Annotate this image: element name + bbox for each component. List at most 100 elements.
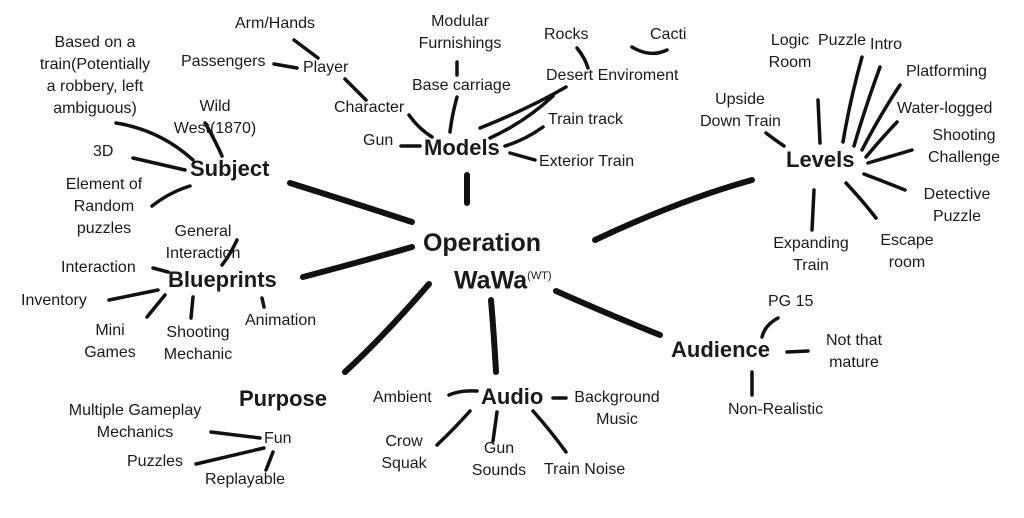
audience-non-realistic: Non-Realistic <box>728 401 824 418</box>
levels-upside-line1: Upside <box>715 91 765 108</box>
audio-crow-line2: Squak <box>381 455 427 472</box>
subject-wild-west: Wild West(1870) <box>170 96 260 140</box>
models-desert-enviroment: Desert Enviroment <box>546 67 679 84</box>
levels-shooting-line2: Challenge <box>927 149 1001 166</box>
purpose-multiple-mechanics: Multiple Gameplay Mechanics <box>55 400 215 444</box>
blueprints-interaction: Interaction <box>61 259 136 276</box>
purpose-title: Purpose <box>239 386 328 411</box>
levels-expanding-train: Expanding Train <box>763 233 859 277</box>
levels-upside-down-train: Upside Down Train <box>700 89 781 133</box>
levels-shooting-challenge: Shooting Challenge <box>918 125 1010 169</box>
central-topic-superscript: (WT) <box>527 270 552 282</box>
subject-based-on-train: Based on a train(Potentially a robbery, … <box>30 32 160 120</box>
levels-escape-room: Escape room <box>872 230 942 274</box>
levels-escape-line1: Escape <box>880 232 934 249</box>
subject-based-on-line2: train(Potentially <box>39 56 151 73</box>
models-gun: Gun <box>363 132 394 149</box>
blueprints-general-line2: Interaction <box>165 245 241 262</box>
central-topic-line2: WaWa(WT) <box>454 262 552 295</box>
levels-expanding-line2: Train <box>793 257 829 274</box>
audience-pg15: PG 15 <box>768 293 814 310</box>
audio-crow-line1: Crow <box>385 433 423 450</box>
audience-mature-line2: mature <box>829 354 879 371</box>
purpose-multiple-line2: Mechanics <box>96 424 174 441</box>
blueprints-title: Blueprints <box>168 267 277 292</box>
models-cacti: Cacti <box>650 26 687 43</box>
levels-logic-line1: Logic <box>770 32 810 49</box>
blueprints-general-line1: General <box>174 223 232 240</box>
levels-platforming: Platforming <box>906 63 987 80</box>
levels-shooting-line1: Shooting <box>932 127 996 144</box>
models-modular-line1: Modular <box>431 13 489 30</box>
subject-title: Subject <box>190 156 270 181</box>
levels-puzzle: Puzzle <box>818 32 867 49</box>
models-arm-hands: Arm/Hands <box>235 15 316 32</box>
subject-random-line2: Random <box>73 198 135 215</box>
models-exterior-train: Exterior Train <box>539 153 635 170</box>
audio-background-music: Background Music <box>566 387 668 431</box>
blueprints-general-interaction: General Interaction <box>155 221 251 265</box>
levels-detective-line2: Puzzle <box>932 208 982 225</box>
models-title: Models <box>424 135 500 160</box>
audience-mature-line1: Not that <box>825 332 883 349</box>
purpose-multiple-line1: Multiple Gameplay <box>68 402 202 419</box>
models-passengers: Passengers <box>181 53 266 70</box>
branch-purpose <box>342 281 432 375</box>
central-topic-line1: Operation <box>422 229 542 257</box>
blueprints-inventory: Inventory <box>21 292 87 309</box>
subject-3d: 3D <box>93 143 114 160</box>
audio-background-line2: Music <box>596 411 638 428</box>
blueprints-shooting-line2: Mechanic <box>163 346 233 363</box>
blueprints-mini-line1: Mini <box>95 322 125 339</box>
subject-random-line3: puzzles <box>76 220 132 237</box>
models-modular-line2: Furnishings <box>418 35 502 52</box>
subject-based-on-line4: ambiguous) <box>53 100 137 117</box>
blueprints-mini-line2: Games <box>84 344 136 361</box>
audio-crow-squak: Crow Squak <box>374 431 434 475</box>
models-rocks: Rocks <box>544 26 589 43</box>
branch-audio <box>488 297 499 375</box>
blueprints-mini-games: Mini Games <box>80 320 140 364</box>
levels-upside-line2: Down Train <box>700 113 781 130</box>
levels-logic-room: Logic Room <box>758 30 822 74</box>
audience-not-that-mature: Not that mature <box>814 330 894 374</box>
purpose-replayable: Replayable <box>205 471 286 488</box>
purpose-fun: Fun <box>264 430 292 447</box>
branch-audience <box>553 288 663 338</box>
subject-based-on-line1: Based on a <box>54 34 136 51</box>
levels-intro: Intro <box>870 36 903 53</box>
audio-gun-line2: Sounds <box>471 462 527 479</box>
levels-detective-line1: Detective <box>923 186 991 203</box>
audio-train-noise: Train Noise <box>544 461 626 478</box>
subject-based-on-line3: a robbery, left <box>46 78 144 95</box>
subject-wild-west-line2: West(1870) <box>173 120 257 137</box>
audio-ambient: Ambient <box>373 389 432 406</box>
blueprints-animation: Animation <box>245 312 317 329</box>
levels-logic-line2: Room <box>768 54 812 71</box>
subject-random-puzzles: Element of Random puzzles <box>52 174 156 240</box>
levels-expanding-line1: Expanding <box>773 235 849 252</box>
subject-random-line1: Element of <box>65 176 143 193</box>
branch-subject <box>287 180 415 225</box>
models-train-track: Train track <box>548 111 623 128</box>
central-topic-name: WaWa <box>454 266 528 295</box>
models-character: Character <box>334 99 405 116</box>
audio-gun-sounds: Gun Sounds <box>466 438 532 482</box>
audio-background-line1: Background <box>574 389 660 406</box>
purpose-puzzles: Puzzles <box>127 453 184 470</box>
branch-blueprints <box>300 244 415 280</box>
levels-title: Levels <box>786 147 855 172</box>
audio-gun-line1: Gun <box>483 440 515 457</box>
subject-wild-west-line1: Wild <box>199 98 231 115</box>
models-player: Player <box>303 59 349 76</box>
levels-escape-line2: room <box>888 254 926 271</box>
branch-levels <box>592 177 755 243</box>
audio-title: Audio <box>481 384 544 409</box>
blueprints-shooting-mechanic: Shooting Mechanic <box>155 322 241 366</box>
levels-detective-puzzle: Detective Puzzle <box>910 184 1004 228</box>
levels-water-logged: Water-logged <box>897 100 993 117</box>
audience-title: Audience <box>671 337 771 362</box>
models-modular-furnishings: Modular Furnishings <box>405 11 515 55</box>
